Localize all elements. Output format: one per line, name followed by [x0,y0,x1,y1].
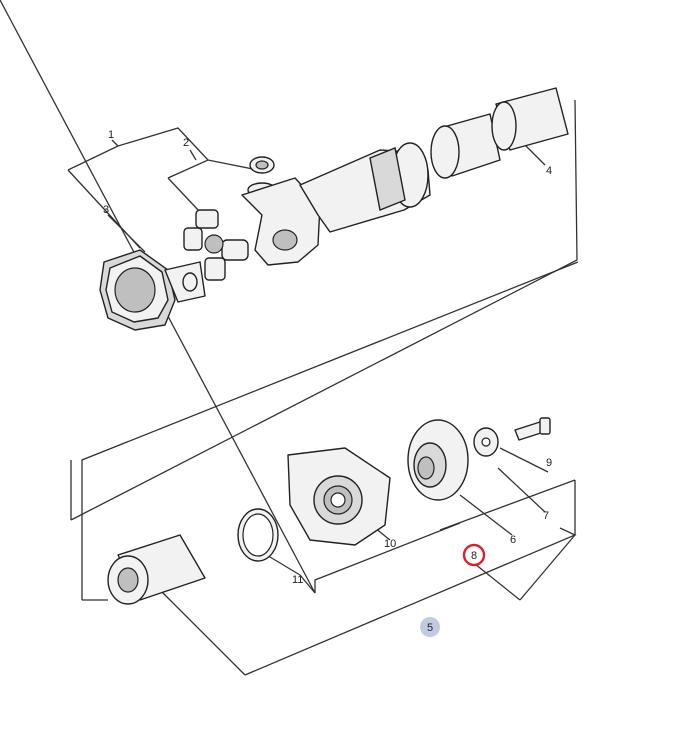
callout-2[interactable]: 2 [183,137,189,149]
callout-9[interactable]: 9 [546,457,552,469]
bolt-part [514,417,551,441]
callout-6[interactable]: 6 [510,534,516,546]
ring-part [237,508,279,562]
callout-8: 8 [471,550,477,562]
slip-tube-part [107,534,206,605]
callout-7[interactable]: 7 [543,510,549,522]
callout-labels: 1 2 3 4 6 7 9 10 11 [103,129,552,586]
upper-leader-lines [67,127,546,253]
callout-3[interactable]: 3 [103,204,109,216]
center-bearing-part [287,447,391,546]
shaft-yoke-part [241,142,431,266]
flange-yoke-part [99,249,206,331]
callout-4[interactable]: 4 [546,165,552,177]
hotspot-selected-8[interactable]: 8 [462,543,486,567]
callout-10[interactable]: 10 [384,538,396,550]
upper-assembly-frame [70,99,578,521]
callout-5: 5 [427,622,433,634]
washer-part [473,427,499,457]
lower-assembly-frame [81,261,579,601]
hotspot-highlighted-5[interactable]: 5 [420,617,440,637]
sleeve-part [430,87,569,179]
lower-leader-lines [0,0,577,676]
callout-11[interactable]: 11 [292,574,303,586]
universal-joint-cross-part [183,209,249,281]
callout-1[interactable]: 1 [108,129,114,141]
companion-flange-part [407,419,469,501]
